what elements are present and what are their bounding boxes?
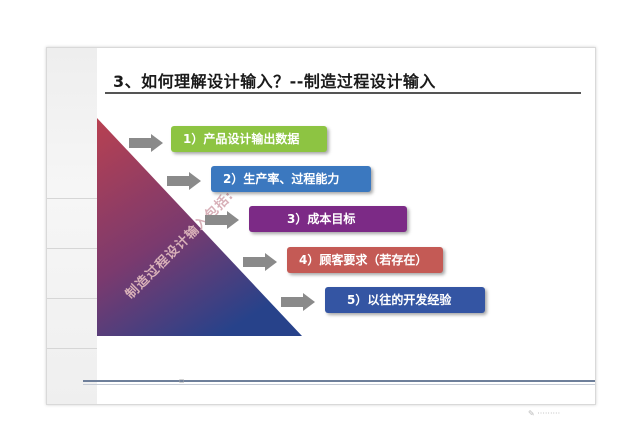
arrow-icon bbox=[243, 253, 277, 271]
item-box-1: 1）产品设计输出数据 bbox=[171, 126, 327, 152]
item-label: 1）产品设计输出数据 bbox=[183, 132, 300, 146]
arrow-icon bbox=[167, 172, 201, 190]
item-box-2: 2）生产率、过程能力 bbox=[211, 166, 371, 192]
item-box-3: 3）成本目标 bbox=[249, 206, 407, 232]
arrow-icon bbox=[205, 211, 239, 229]
item-box-5: 5）以往的开发经验 bbox=[325, 287, 485, 313]
item-label: 3）成本目标 bbox=[287, 212, 356, 226]
footer-bar bbox=[83, 380, 595, 382]
triangle-shape bbox=[97, 118, 302, 336]
footer-mark: ▫ bbox=[179, 376, 185, 385]
item-box-4: 4）顾客要求（若存在） bbox=[287, 247, 443, 273]
arrow-icon bbox=[129, 134, 163, 152]
strip-divider bbox=[47, 298, 97, 299]
footer-bar-secondary bbox=[83, 384, 595, 385]
strip-divider bbox=[47, 248, 97, 249]
arrow-icon bbox=[281, 293, 315, 311]
slide: 3、如何理解设计输入？--制造过程设计输入 制造过程设计输入包括: 1）产品设计… bbox=[46, 47, 596, 405]
item-label: 4）顾客要求（若存在） bbox=[299, 253, 428, 267]
strip-divider bbox=[47, 348, 97, 349]
item-label: 5）以往的开发经验 bbox=[347, 293, 452, 307]
item-label: 2）生产率、过程能力 bbox=[223, 172, 340, 186]
strip-divider bbox=[47, 198, 97, 199]
watermark: ✎ ········· bbox=[528, 409, 561, 418]
title-underline bbox=[105, 92, 581, 94]
slide-left-strip bbox=[47, 48, 97, 404]
slide-title: 3、如何理解设计输入？--制造过程设计输入 bbox=[113, 72, 436, 91]
